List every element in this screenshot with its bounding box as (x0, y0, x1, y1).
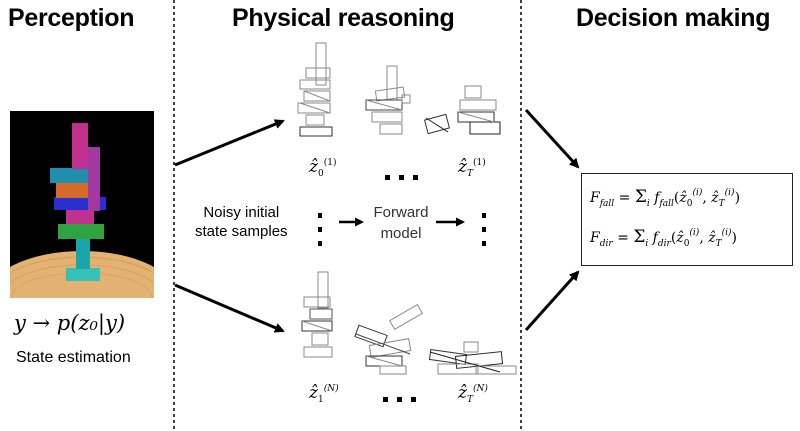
forward-line-1: Forward (373, 204, 429, 221)
label-zT-1: ẑT(1) (458, 157, 486, 179)
label-z1-N: ẑ1(N) (309, 383, 339, 405)
block-magenta-top (72, 123, 88, 169)
noisy-samples-label: Noisy initial state samples (195, 203, 288, 241)
block-teal-vertical (76, 239, 90, 269)
block-magenta-small (66, 209, 94, 224)
wireframe-tower-bottom-left (301, 271, 333, 358)
horizontal-dots-top (385, 175, 418, 180)
noisy-line-2: state samples (195, 223, 288, 240)
arrow-bottom-to-decision (524, 270, 580, 332)
wireframe-tower-top-middle (365, 65, 411, 135)
noisy-line-1: Noisy initial (203, 204, 280, 221)
forward-line-2: model (380, 225, 422, 242)
block-teal-horizontal (50, 168, 94, 183)
block-bottom-cyan (66, 268, 100, 281)
wireframe-tower-bottom-middle (354, 303, 424, 375)
forward-model-label: Forward model (366, 202, 436, 244)
arrow-to-top-samples (174, 119, 285, 167)
horizontal-dots-bottom (383, 397, 416, 402)
tower-image (10, 111, 154, 298)
formula-dir: Fdir = Σi fdir(ẑ0(i), ẑT(i)) (590, 227, 737, 249)
decision-formula-box: Ffall = Σi ffall(ẑ0(i), ẑT(i)) Fdir = Σi… (581, 173, 793, 266)
arrow-top-to-decision (524, 108, 580, 169)
perception-caption: State estimation (16, 349, 131, 366)
arrow-to-bottom-samples (174, 283, 285, 333)
block-green (58, 224, 104, 239)
wireframe-tower-top-right (423, 85, 501, 135)
block-purple-vertical (88, 147, 100, 211)
perception-equation: y → p(z₀|y) (14, 311, 126, 335)
title-physical-reasoning: Physical reasoning (232, 4, 455, 32)
label-z0-1: ẑ0(1) (309, 157, 337, 179)
wireframe-tower-top-left (297, 42, 333, 137)
label-zT-N: ẑT(N) (458, 383, 488, 405)
formula-fall: Ffall = Σi ffall(ẑ0(i), ẑT(i)) (590, 187, 741, 209)
wireframe-tower-bottom-right (428, 341, 517, 375)
title-perception: Perception (8, 4, 135, 32)
vertical-dots-right (482, 213, 486, 246)
block-orange (56, 183, 94, 198)
title-decision-making: Decision making (576, 4, 771, 32)
vertical-dots-left (318, 213, 322, 246)
